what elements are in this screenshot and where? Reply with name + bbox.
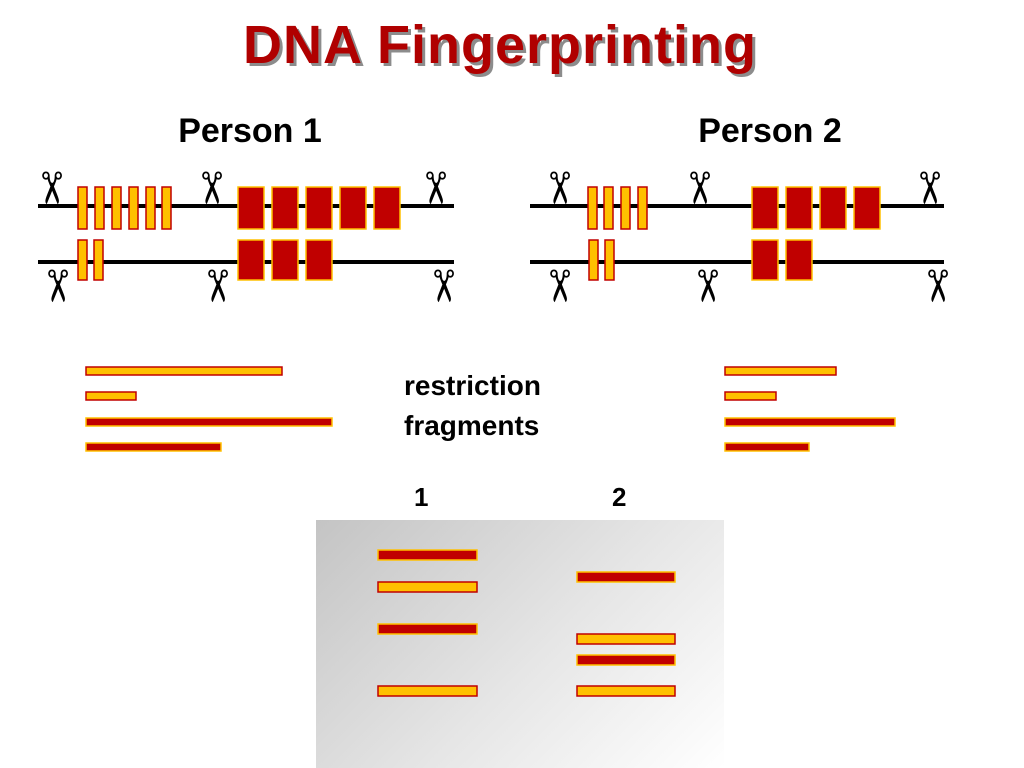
person-2-fragment-3 <box>724 417 896 427</box>
gel-lane-2-band-2 <box>576 633 676 645</box>
person-2-lower-yellow-repeat-2 <box>604 239 615 281</box>
person-1-upper-yellow-repeat-3 <box>111 186 122 230</box>
gel-lane-1-band-3 <box>377 623 478 635</box>
gel-lane-1-band-4 <box>377 685 478 697</box>
gel-lane-1-band-2 <box>377 581 478 593</box>
person-2-label: Person 2 <box>698 112 842 150</box>
person-2-scissors-icon-3: ✂ <box>903 170 954 207</box>
person-2-lower-red-repeat-2 <box>785 239 813 281</box>
person-1-upper-yellow-repeat-6 <box>161 186 172 230</box>
person-1-upper-red-repeat-4 <box>339 186 367 230</box>
person-2-scissors-icon-5: ✂ <box>681 268 732 305</box>
page-title: DNA Fingerprinting <box>243 15 757 75</box>
person-1-upper-red-repeat-3 <box>305 186 333 230</box>
person-2-fragment-4 <box>724 442 810 452</box>
person-2-upper-yellow-repeat-4 <box>637 186 648 230</box>
person-1-scissors-icon-3: ✂ <box>409 170 460 207</box>
person-1-lower-red-repeat-3 <box>305 239 333 281</box>
restriction-label-line1: restriction <box>404 370 541 401</box>
person-2-upper-red-repeat-3 <box>819 186 847 230</box>
person-1-fragment-4 <box>85 442 222 452</box>
person-1-fragment-3 <box>85 417 333 427</box>
restriction-label-line2: fragments <box>404 410 540 441</box>
person-2-upper-red-repeat-2 <box>785 186 813 230</box>
person-1-upper-yellow-repeat-2 <box>94 186 105 230</box>
gel-lane-1-band-1 <box>377 549 478 561</box>
person-2-upper-red-repeat-4 <box>853 186 881 230</box>
gel-lane-2-band-3 <box>576 654 676 666</box>
person-1-scissors-icon-5: ✂ <box>191 268 242 305</box>
person-1-fragment-1 <box>85 366 283 376</box>
person-2-fragment-1 <box>724 366 837 376</box>
person-2-scissors-icon-1: ✂ <box>533 170 584 207</box>
person-1-scissors-icon-6: ✂ <box>417 268 468 305</box>
person-2-scissors-icon-4: ✂ <box>533 268 584 305</box>
person-2-scissors-icon-6: ✂ <box>911 268 962 305</box>
person-2-upper-yellow-repeat-2 <box>603 186 614 230</box>
person-1-upper-yellow-repeat-1 <box>77 186 88 230</box>
person-1-upper-red-repeat-5 <box>373 186 401 230</box>
person-2-upper-yellow-repeat-3 <box>620 186 631 230</box>
gel-lane-2-band-1 <box>576 571 676 583</box>
person-1-upper-red-repeat-2 <box>271 186 299 230</box>
person-1-lower-yellow-repeat-1 <box>77 239 88 281</box>
person-2-fragment-2 <box>724 391 777 401</box>
person-1-upper-red-repeat-1 <box>237 186 265 230</box>
person-1-scissors-icon-4: ✂ <box>31 268 82 305</box>
person-2-scissors-icon-2: ✂ <box>673 170 724 207</box>
person-2-upper-red-repeat-1 <box>751 186 779 230</box>
person-1-lower-red-repeat-1 <box>237 239 265 281</box>
person-1-upper-yellow-repeat-5 <box>145 186 156 230</box>
person-2-upper-yellow-repeat-1 <box>587 186 598 230</box>
gel-lane-1-label: 1 <box>414 482 429 512</box>
person-1-label: Person 1 <box>178 112 322 150</box>
gel-lane-2-band-4 <box>576 685 676 697</box>
person-1-scissors-icon-1: ✂ <box>25 170 76 207</box>
restriction-fragments-label: restriction fragments <box>404 366 541 446</box>
person-1-lower-yellow-repeat-2 <box>93 239 104 281</box>
person-1-lower-red-repeat-2 <box>271 239 299 281</box>
person-2-lower-red-repeat-1 <box>751 239 779 281</box>
person-1-upper-yellow-repeat-4 <box>128 186 139 230</box>
person-1-scissors-icon-2: ✂ <box>185 170 236 207</box>
gel-lane-2-label: 2 <box>612 482 627 512</box>
person-1-fragment-2 <box>85 391 137 401</box>
person-2-lower-yellow-repeat-1 <box>588 239 599 281</box>
